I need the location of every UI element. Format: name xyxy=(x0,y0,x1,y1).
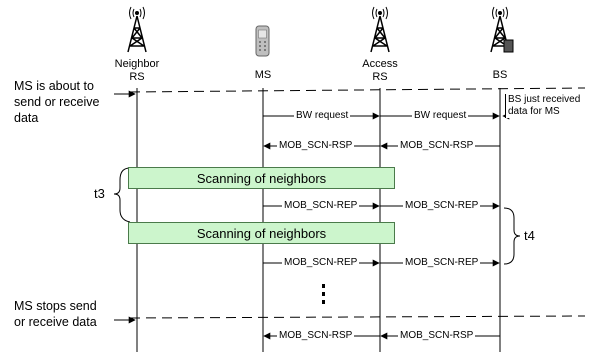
scn-rep-label-3: MOB_SCN-REP xyxy=(282,257,360,268)
scn-rsp-label-3: MOB_SCN-RSP xyxy=(277,330,355,341)
start-note: MS is about to send or receive data xyxy=(14,79,100,125)
bs-tower-icon xyxy=(490,6,514,53)
t4-brace xyxy=(503,207,521,265)
scn-rsp-label-2: MOB_SCN-RSP xyxy=(398,140,476,151)
scanning-box-2: Scanning of neighbors xyxy=(128,222,395,244)
ellipsis-dot xyxy=(322,300,325,304)
t3-label: t3 xyxy=(94,186,105,201)
scn-rep-label-4: MOB_SCN-REP xyxy=(403,257,481,268)
t4-label: t4 xyxy=(524,228,535,243)
scn-rsp-label-4: MOB_SCN-RSP xyxy=(398,330,476,341)
ellipsis-dot xyxy=(322,292,325,296)
ellipsis-dot xyxy=(322,284,325,288)
neighbor-tower-icon xyxy=(127,6,147,53)
scn-rsp-label-1: MOB_SCN-RSP xyxy=(277,140,355,151)
scn-rep-label-1: MOB_SCN-REP xyxy=(282,200,360,211)
access-tower-icon xyxy=(370,6,390,53)
bw-request-label-1: BW request xyxy=(294,110,351,121)
mobile-phone-icon xyxy=(255,25,270,57)
t3-brace xyxy=(113,167,131,223)
column-label-access-rs: Access RS xyxy=(362,58,398,83)
column-label-ms: MS xyxy=(254,69,272,81)
bs-received-note: BS just received data for MS xyxy=(505,94,589,118)
bw-request-label-2: BW request xyxy=(412,110,469,121)
scn-rep-label-2: MOB_SCN-REP xyxy=(403,200,481,211)
scanning-box-1: Scanning of neighbors xyxy=(128,167,395,189)
column-label-bs: BS xyxy=(492,69,508,81)
stop-dashed-line xyxy=(129,315,586,319)
start-dashed-line xyxy=(129,87,586,93)
column-label-neighbor-rs: Neighbor RS xyxy=(114,58,160,83)
stop-note: MS stops send or receive data xyxy=(14,299,97,329)
